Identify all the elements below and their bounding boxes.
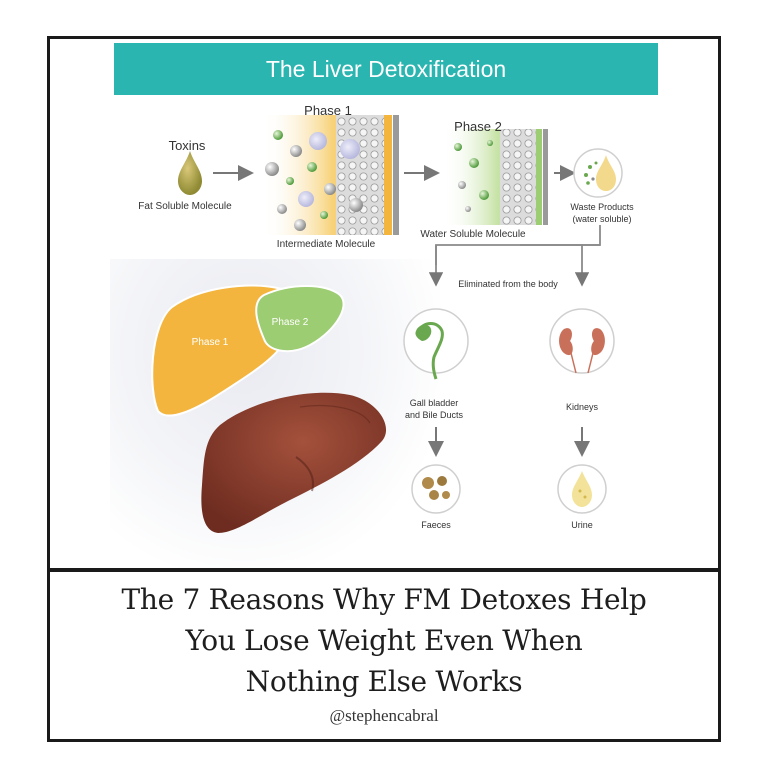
toxin-drop-icon bbox=[178, 151, 202, 195]
phase2-molecules bbox=[454, 140, 493, 212]
faeces-icon bbox=[411, 464, 461, 514]
caption-line-2: You Lose Weight Even When bbox=[185, 624, 583, 657]
post-caption: The 7 Reasons Why FM Detoxes Help You Lo… bbox=[50, 579, 718, 702]
kidneys-icon bbox=[549, 308, 615, 374]
liver-phase-map bbox=[151, 284, 345, 417]
author-handle: @stephencabral bbox=[329, 706, 439, 725]
waste-products-label: Waste Products (water soluble) bbox=[570, 201, 633, 225]
phase2-heading: Phase 2 bbox=[454, 119, 502, 134]
fat-soluble-label: Fat Soluble Molecule bbox=[138, 201, 232, 212]
toxins-label: Toxins bbox=[168, 138, 206, 153]
phase1-heading: Phase 1 bbox=[304, 103, 352, 118]
intermediate-label: Intermediate Molecule bbox=[276, 239, 376, 250]
eliminated-label: Eliminated from the body bbox=[458, 279, 558, 289]
faeces-label: Faeces bbox=[421, 520, 451, 530]
liver-phase2-label: Phase 2 bbox=[271, 317, 309, 328]
gallbladder-label-line1: Gall bladder bbox=[409, 398, 459, 408]
urine-icon bbox=[557, 464, 607, 514]
waste-label-line1: Waste Products bbox=[570, 202, 634, 212]
liver-organ bbox=[201, 392, 387, 533]
kidneys-label: Kidneys bbox=[565, 402, 599, 412]
gallbladder-label: Gall bladder and Bile Ducts bbox=[405, 397, 463, 421]
gallbladder-icon bbox=[403, 308, 469, 380]
waste-products-icon bbox=[573, 148, 623, 198]
caption-line-1: The 7 Reasons Why FM Detoxes Help bbox=[121, 583, 647, 616]
liver-phase1-label: Phase 1 bbox=[191, 337, 229, 348]
phase2-panel bbox=[442, 129, 548, 225]
liver-detox-diagram: The Liver Detoxification bbox=[50, 39, 718, 571]
caption-line-3: Nothing Else Works bbox=[245, 665, 523, 698]
urine-label: Urine bbox=[571, 520, 593, 530]
gallbladder-label-line2: and Bile Ducts bbox=[404, 410, 464, 420]
waste-label-line2: (water soluble) bbox=[572, 214, 632, 224]
diagram-artwork bbox=[151, 115, 623, 533]
phase1-panel bbox=[262, 115, 399, 235]
phase1-molecules bbox=[265, 130, 363, 231]
caption-divider bbox=[50, 568, 718, 572]
diagram-title: The Liver Detoxification bbox=[114, 43, 658, 95]
post-frame: The Liver Detoxification bbox=[47, 36, 721, 742]
water-soluble-label: Water Soluble Molecule bbox=[420, 229, 526, 240]
elimination-connectors bbox=[428, 225, 601, 287]
